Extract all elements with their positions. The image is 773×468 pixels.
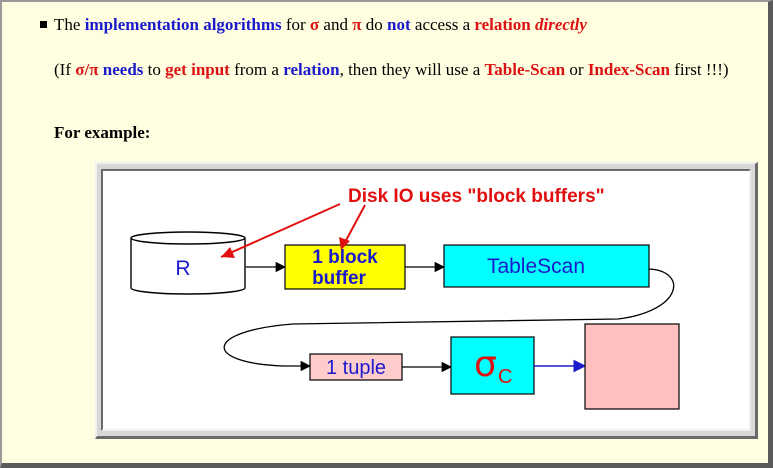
bullet-square-icon <box>40 21 47 28</box>
tablescan-label: TableScan <box>487 255 585 278</box>
text-fragment: , then they will use a <box>339 60 481 79</box>
annotation-text: Disk IO uses "block buffers" <box>348 186 605 207</box>
tablescan-box <box>443 244 650 288</box>
annotation-arrowhead-relation <box>221 247 235 258</box>
relation-label: R <box>175 257 190 280</box>
annotation-arrow-to-relation <box>220 203 341 258</box>
text-fragment: The <box>54 15 81 34</box>
annotation-arrow-to-buffer <box>342 204 366 247</box>
term-not: not <box>387 15 411 34</box>
text-fragment: from a <box>234 60 279 79</box>
selection-condition-subscript: C <box>498 366 512 388</box>
term-needs: needs <box>102 60 144 79</box>
block-buffer-box <box>284 244 406 290</box>
tuple-box <box>309 353 403 381</box>
arrow-tablescan-to-tuple <box>223 268 675 372</box>
term-index-scan: Index-Scan <box>587 60 670 79</box>
symbol-sigma: σ <box>309 15 320 34</box>
text-fragment: to <box>147 60 161 79</box>
buffer-label-line1: 1 block <box>312 247 378 268</box>
symbol-sigma-pi: σ/π <box>75 60 99 79</box>
tuple-label: 1 tuple <box>326 357 386 379</box>
term-implementation-algorithms: implementation algorithms <box>84 15 282 34</box>
text-fragment: and <box>323 15 348 34</box>
term-relation: relation <box>283 60 340 79</box>
annotation-arrowhead-buffer <box>339 237 350 250</box>
bullet-line: The implementation algorithms for σ and … <box>54 14 587 35</box>
relation-cylinder: R <box>130 231 246 295</box>
diagram-canvas: R 1 block buffer TableScan Disk IO uses … <box>101 169 751 431</box>
term-table-scan: Table-Scan <box>484 60 566 79</box>
output-box <box>584 323 680 410</box>
pipeline-diagram: R 1 block buffer TableScan Disk IO uses … <box>130 186 680 410</box>
text-fragment: (If <box>54 60 71 79</box>
buffer-label-line2: buffer <box>312 268 366 289</box>
text-fragment: do <box>365 15 383 34</box>
term-relation: relation <box>474 15 531 34</box>
selection-box <box>450 336 535 395</box>
example-label: For example: <box>54 123 151 142</box>
symbol-pi: π <box>352 15 362 34</box>
text-fragment: first !!!) <box>674 60 729 79</box>
text-fragment: or <box>569 60 584 79</box>
term-directly: directly <box>535 15 587 34</box>
selection-sigma-symbol: σ <box>474 344 497 385</box>
text-fragment: access a <box>414 15 471 34</box>
explanation-paragraph: (If σ/π needs to get input from a relati… <box>54 59 773 80</box>
text-fragment: for <box>285 15 306 34</box>
term-get-input: get input <box>165 60 230 79</box>
diagram-panel: R 1 block buffer TableScan Disk IO uses … <box>95 162 758 439</box>
